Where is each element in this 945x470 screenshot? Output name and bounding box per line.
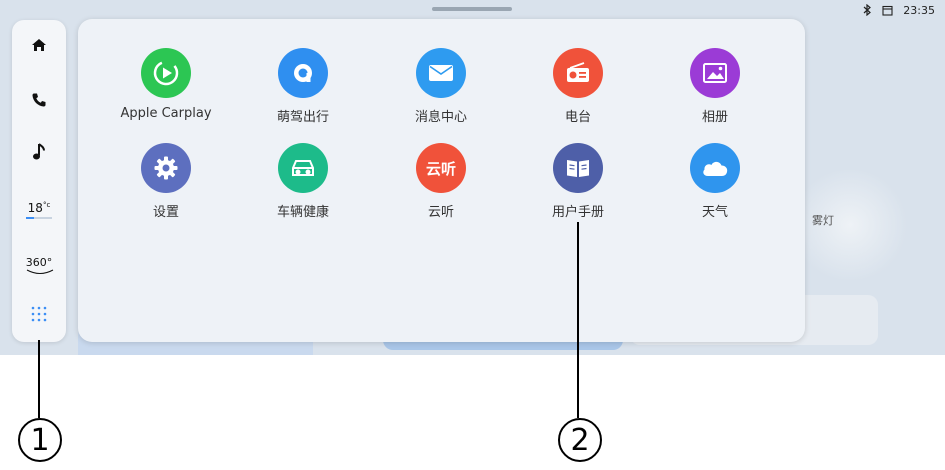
app-gallery[interactable]: 相册 [655, 48, 775, 125]
background-glow [790, 170, 910, 280]
app-message-center[interactable]: 消息中心 [381, 48, 501, 125]
clock: 23:35 [903, 3, 935, 17]
app-label: 萌驾出行 [276, 110, 329, 125]
app-mengjia-chuxing[interactable]: 萌驾出行 [243, 48, 363, 125]
temperature-value: 18 [27, 201, 43, 215]
app-drawer: Apple Carplay 萌驾出行 消息中心 电台 相册 [78, 19, 805, 342]
gear-icon [141, 143, 191, 193]
sidebar-item-apps[interactable] [12, 296, 66, 336]
app-weather[interactable]: 天气 [655, 143, 775, 220]
callout-line-2 [577, 222, 579, 418]
envelope-icon [416, 48, 466, 98]
music-note-icon [32, 143, 46, 165]
sidebar-item-home[interactable] [12, 26, 66, 66]
temperature-unit: °c [42, 201, 51, 209]
app-label: 车辆健康 [276, 205, 329, 220]
calendar-icon [882, 5, 893, 16]
grid-dots-icon [30, 305, 48, 327]
callout-line-1 [38, 340, 40, 418]
app-label: 天气 [701, 205, 728, 220]
temperature-readout: 18°c [25, 201, 52, 219]
home-icon [31, 37, 47, 56]
app-label: 相册 [701, 110, 728, 125]
app-label: 云听 [427, 205, 454, 220]
app-label: 消息中心 [414, 110, 467, 125]
status-bar: 23:35 [863, 2, 935, 18]
yunting-icon: 云听 [416, 143, 466, 193]
navigation-icon [278, 48, 328, 98]
camera-360-label: 360° [26, 256, 53, 274]
drag-handle[interactable] [432, 7, 512, 11]
book-icon [553, 143, 603, 193]
sidebar-item-phone[interactable] [12, 82, 66, 122]
rotate-arc-icon [26, 269, 53, 274]
app-label: Apple Carplay [120, 106, 212, 121]
radio-icon [553, 48, 603, 98]
car-health-icon [278, 143, 328, 193]
app-label: 电台 [564, 110, 591, 125]
cloud-icon [690, 143, 740, 193]
bluetooth-icon [863, 4, 872, 16]
app-yunting[interactable]: 云听 云听 [381, 143, 501, 220]
callout-number-2: 2 [558, 418, 602, 462]
sidebar-item-360-camera[interactable]: 360° [12, 242, 66, 282]
callout-number-1: 1 [18, 418, 62, 462]
app-user-manual[interactable]: 用户手册 [518, 143, 638, 220]
sidebar-item-music[interactable] [12, 134, 66, 174]
app-settings[interactable]: 设置 [106, 143, 226, 220]
gallery-icon [690, 48, 740, 98]
app-apple-carplay[interactable]: Apple Carplay [106, 48, 226, 121]
car-screen: 雾灯 23:35 18°c [0, 0, 945, 355]
app-label: 用户手册 [551, 205, 604, 220]
sidebar: 18°c 360° [12, 20, 66, 342]
fog-light-label: 雾灯 [812, 214, 834, 227]
phone-icon [31, 92, 47, 112]
app-vehicle-health[interactable]: 车辆健康 [243, 143, 363, 220]
sidebar-item-temperature[interactable]: 18°c [12, 188, 66, 228]
carplay-icon [141, 48, 191, 98]
temperature-bar [25, 217, 52, 219]
app-radio[interactable]: 电台 [518, 48, 638, 125]
app-label: 设置 [152, 205, 179, 220]
